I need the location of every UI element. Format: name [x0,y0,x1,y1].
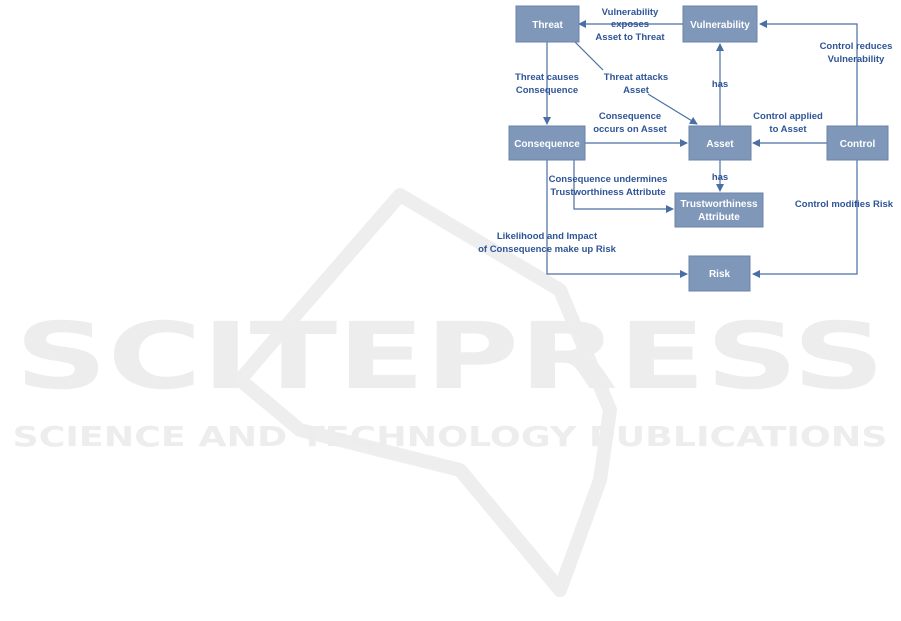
node-trustworthiness-label-1: Trustworthiness [680,199,758,210]
node-threat: Threat [515,5,580,43]
node-control: Control [826,125,889,161]
node-trustworthiness-label-2: Attribute [698,212,740,223]
label-threat-causes-1: Threat causes [515,72,579,83]
node-vulnerability: Vulnerability [682,5,758,43]
label-threat-attacks-1: Threat attacks [604,72,668,83]
label-vulnerability-exposes-2: exposes [611,19,649,30]
node-asset: Asset [688,125,752,161]
label-control-modifies-risk: Control modifies Risk [795,199,894,210]
label-control-applied: Control applied to Asset [753,111,823,135]
node-consequence-label: Consequence [514,139,580,150]
edge-threat-to-asset [574,41,604,71]
label-consequence-undermines: Consequence undermines Trustworthiness A… [549,174,668,198]
label-vulnerability-exposes-3: Asset to Threat [595,32,665,43]
node-trustworthiness-attribute: Trustworthiness Attribute [674,192,764,228]
node-control-label: Control [840,139,876,150]
label-control-applied-1: Control applied [753,111,823,122]
label-vulnerability-exposes: Vulnerability exposes Asset to Threat [595,7,665,43]
label-consequence-undermines-2: Trustworthiness Attribute [550,187,665,198]
label-threat-attacks-2: Asset [623,85,650,96]
label-consequence-occurs: Consequence occurs on Asset [593,111,667,135]
edge-control-to-vulnerability [759,20,858,126]
watermark-book-shape [233,188,617,597]
edge-control-to-risk [752,160,858,278]
label-control-reduces-2: Vulnerability [828,54,885,65]
label-consequence-occurs-1: Consequence [599,111,661,122]
label-threat-attacks: Threat attacks Asset [604,72,668,96]
node-risk-label: Risk [709,269,731,280]
node-vulnerability-label: Vulnerability [690,20,750,31]
label-consequence-occurs-2: occurs on Asset [593,124,667,135]
label-likelihood-impact: Likelihood and Impact of Consequence mak… [478,231,617,255]
label-threat-causes-2: Consequence [516,85,578,96]
label-control-reduces: Control reduces Vulnerability [820,41,893,65]
edge-threat-attacks-asset [647,93,698,125]
label-threat-causes: Threat causes Consequence [515,72,579,96]
watermark-subtitle: SCIENCE AND TECHNOLOGY PUBLICATIONS [13,420,888,453]
node-consequence: Consequence [508,125,586,161]
label-vulnerability-exposes-1: Vulnerability [602,7,659,18]
node-threat-label: Threat [532,20,563,31]
edge-consequence-to-trustworthiness [573,160,674,213]
node-risk: Risk [688,255,751,292]
label-likelihood-impact-2: of Consequence make up Risk [478,244,617,255]
edge-consequence-to-risk [546,160,688,278]
node-asset-label: Asset [706,139,734,150]
watermark-title: SCITEPRESS [15,303,885,410]
label-asset-has-vulnerability: has [712,79,728,90]
label-control-applied-2: to Asset [769,124,807,135]
label-asset-has-trustworthiness: has [712,172,728,183]
label-consequence-undermines-1: Consequence undermines [549,174,668,185]
label-likelihood-impact-1: Likelihood and Impact [497,231,598,242]
label-control-reduces-1: Control reduces [820,41,893,52]
